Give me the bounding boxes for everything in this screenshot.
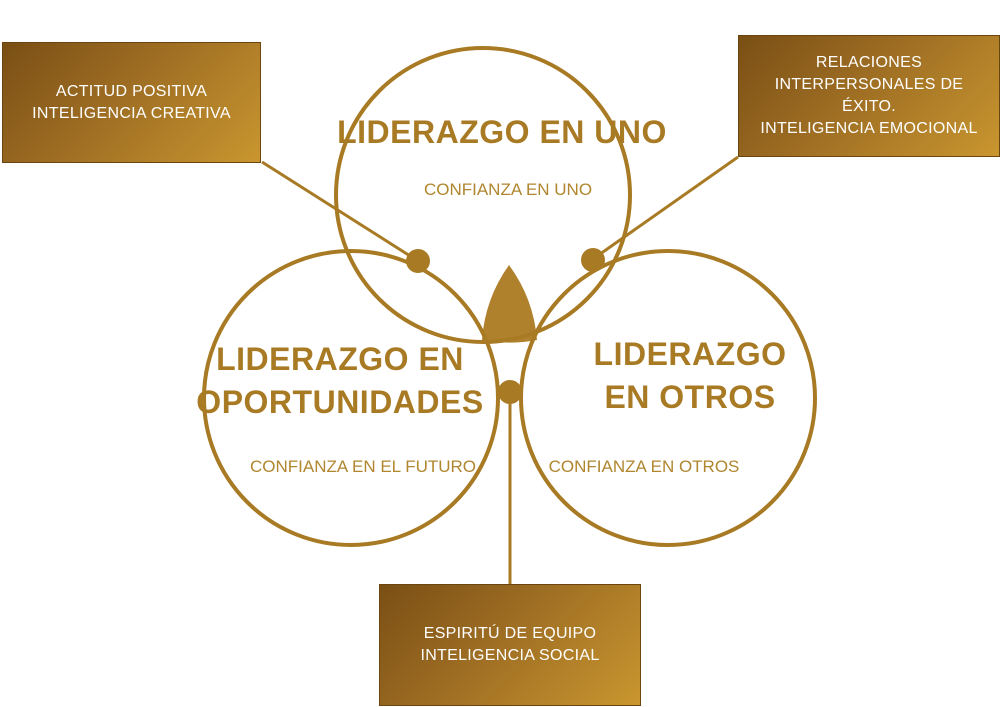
circle-subtitle-top: CONFIANZA EN UNO: [424, 180, 592, 199]
circle-liderazgo-en-oportunidades: [202, 249, 500, 547]
circle-title-left-line2: OPORTUNIDADES: [196, 384, 483, 420]
callout-bottom-line: INTELIGENCIA SOCIAL: [420, 647, 600, 664]
callout-top-right-line: INTERPERSONALES DE: [774, 76, 964, 93]
center-overlap-region: [482, 265, 537, 343]
circle-liderazgo-en-otros: [519, 249, 817, 547]
circle-subtitle-left: CONFIANZA EN EL FUTURO: [250, 457, 476, 476]
callout-top-left-line: ACTITUD POSITIVA: [55, 82, 208, 100]
circle-title-top: LIDERAZGO EN UNO: [337, 114, 667, 150]
connector-line-top-right: [592, 155, 739, 261]
circle-title-left-line1: LIDERAZGO EN: [216, 341, 464, 377]
callout-top-right-line: RELACIONES: [815, 54, 923, 71]
circle-title-right-line1: LIDERAZGO: [594, 336, 787, 372]
callout-box-top-left: ACTITUD POSITIVA INTELIGENCIA CREATIVA: [2, 42, 261, 163]
overlap-dot-top-left: [406, 249, 430, 273]
overlap-dot-top-right: [581, 248, 605, 272]
circle-title-right-line2: EN OTROS: [604, 379, 775, 415]
callout-top-right-line: INTELIGENCIA EMOCIONAL: [760, 120, 978, 137]
circle-liderazgo-en-uno: [334, 46, 632, 344]
callout-top-left-line: INTELIGENCIA CREATIVA: [32, 104, 231, 122]
connector-line-top-left: [261, 160, 419, 263]
callout-bottom-line: ESPIRITÚ DE EQUIPO: [423, 625, 597, 642]
callout-top-right-line: ÉXITO.: [842, 98, 896, 115]
callout-box-top-right: RELACIONES INTERPERSONALES DE ÉXITO. INT…: [738, 35, 1000, 157]
circle-subtitle-right: CONFIANZA EN OTROS: [549, 457, 740, 476]
callout-box-bottom: ESPIRITÚ DE EQUIPO INTELIGENCIA SOCIAL: [379, 584, 641, 706]
overlap-dot-bottom: [498, 380, 522, 404]
